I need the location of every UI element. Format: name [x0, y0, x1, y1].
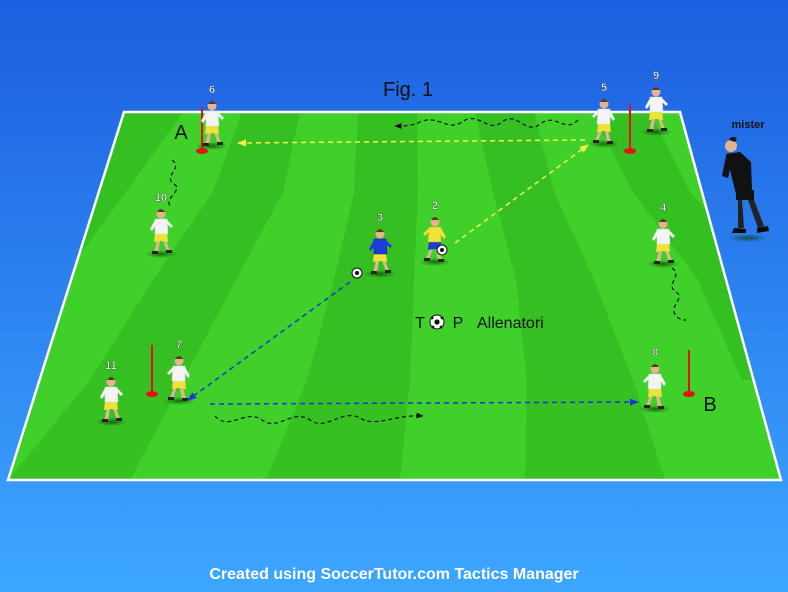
zone-label-b: B [703, 394, 716, 416]
balls [351, 244, 448, 279]
watermark-letter-t: T [415, 315, 425, 332]
dribble-run-bottom [214, 412, 424, 425]
player-9 [640, 87, 672, 136]
coach-figure [722, 136, 769, 242]
player-number-2: 2 [432, 200, 438, 212]
dribble-run-top [394, 117, 579, 129]
movement-lines [168, 117, 687, 425]
player-number-11: 11 [105, 360, 117, 372]
cone-pole-top-right [624, 104, 636, 154]
watermark-letter-p: P [453, 315, 464, 332]
player-11 [95, 377, 127, 426]
player-number-3: 3 [377, 212, 383, 224]
player-5 [588, 99, 620, 148]
blue-pass-3-to-7 [187, 281, 351, 401]
player-number-5: 5 [601, 82, 607, 94]
footer-caption: Created using SoccerTutor.com Tactics Ma… [209, 566, 579, 583]
player-number-9: 9 [653, 70, 659, 82]
player-number-7: 7 [176, 339, 182, 351]
coach-label: mister [731, 119, 765, 131]
player-6 [196, 101, 228, 150]
player-4 [647, 219, 679, 268]
run-player-10 [168, 159, 178, 207]
ball-player-2 [436, 244, 448, 256]
yellow-pass-2-to-5 [454, 144, 589, 244]
player-number-6: 6 [209, 84, 215, 96]
player-number-8: 8 [652, 347, 658, 359]
player-7 [163, 356, 195, 405]
watermark-name: Allenatori [477, 315, 544, 332]
player-3 [364, 229, 396, 278]
players: 6 5 9 10 4 3 2 11 7 8 [95, 70, 679, 426]
zone-label-a: A [174, 122, 188, 144]
player-10 [145, 209, 177, 258]
cones [146, 104, 695, 397]
ball-player-3 [351, 267, 363, 279]
diagram-title: Fig. 1 [383, 79, 433, 101]
player-number-10: 10 [155, 192, 167, 204]
player-number-4: 4 [660, 202, 667, 214]
yellow-pass-5-to-6 [237, 139, 586, 147]
watermark-ball-icon [429, 314, 445, 330]
cone-pole-left [146, 345, 158, 397]
watermark: T P Allenatori [415, 314, 544, 332]
player-8 [639, 364, 671, 413]
cone-pole-b [683, 350, 695, 397]
